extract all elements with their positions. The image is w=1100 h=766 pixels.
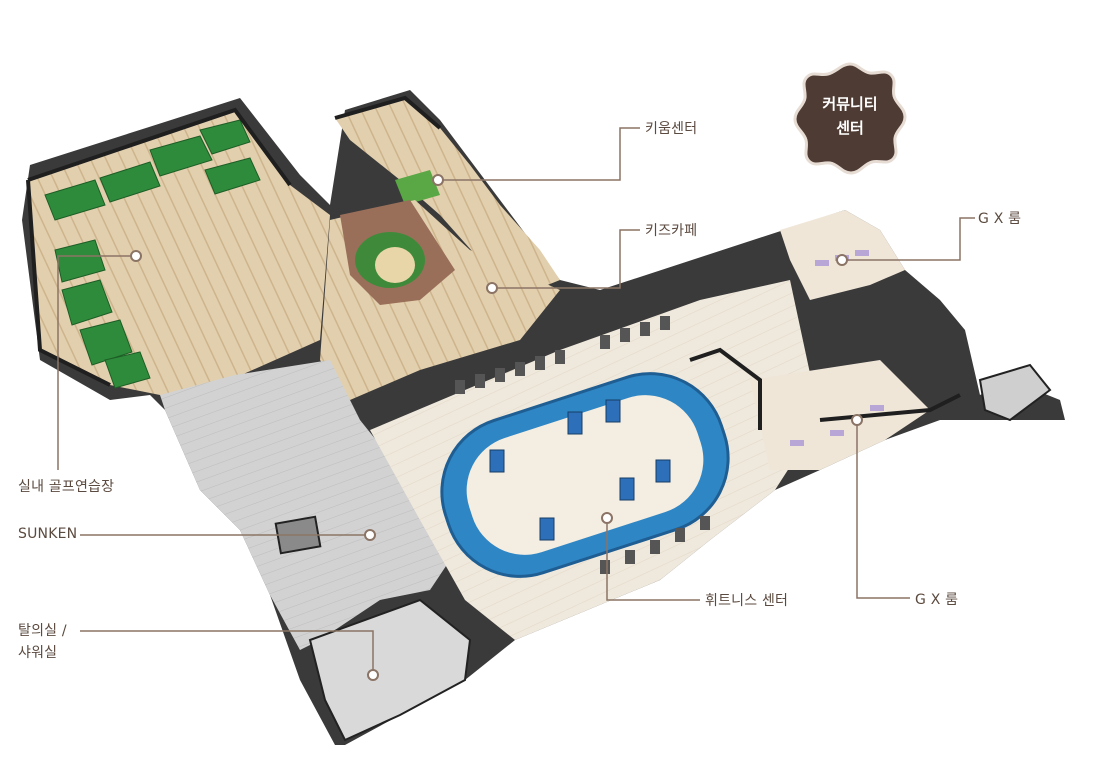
callout-line-fitness (606, 518, 700, 601)
label-sunken: SUNKEN (18, 526, 78, 542)
golf-bays (44, 119, 261, 389)
label-fitness-center: 휘트니스 센터 (705, 593, 789, 609)
track-infield (466, 395, 704, 555)
blue-pillars (489, 399, 671, 541)
callout-line-golf (57, 255, 136, 470)
badge-line-2: 센터 (836, 119, 864, 137)
label-locker-shower: 탈의실 / 샤워실 (18, 620, 67, 664)
locker-room-floor (308, 598, 472, 742)
label-kids-cafe: 키즈카페 (645, 223, 698, 239)
callout-line-gx-upper (842, 217, 975, 261)
label-gx-room-lower: G X 룸 (915, 592, 959, 608)
label-gx-room-upper: G X 룸 (978, 211, 1022, 227)
label-kium-center: 키움센터 (645, 121, 698, 137)
callout-line-gx-lower (856, 420, 910, 599)
label-indoor-golf: 실내 골프연습장 (18, 479, 115, 495)
right-annex (978, 363, 1052, 422)
callout-line-kium (438, 127, 640, 181)
community-center-badge (793, 62, 907, 175)
callout-line-locker (80, 630, 374, 675)
badge-label: 커뮤니티 센터 (790, 92, 910, 140)
label-locker-line-1: 탈의실 / (18, 623, 67, 639)
badge-line-1: 커뮤니티 (822, 95, 878, 113)
callout-line-kidscafe (492, 229, 640, 289)
callout-lines (57, 127, 975, 675)
label-locker-line-2: 샤워실 (18, 645, 58, 661)
callout-markers (130, 174, 863, 681)
kium-wing-floor (335, 98, 560, 300)
kium-play-mat (395, 170, 440, 205)
circulation-floor (160, 360, 450, 650)
gym-equipment (455, 316, 710, 574)
courtyard-sand (375, 247, 415, 283)
